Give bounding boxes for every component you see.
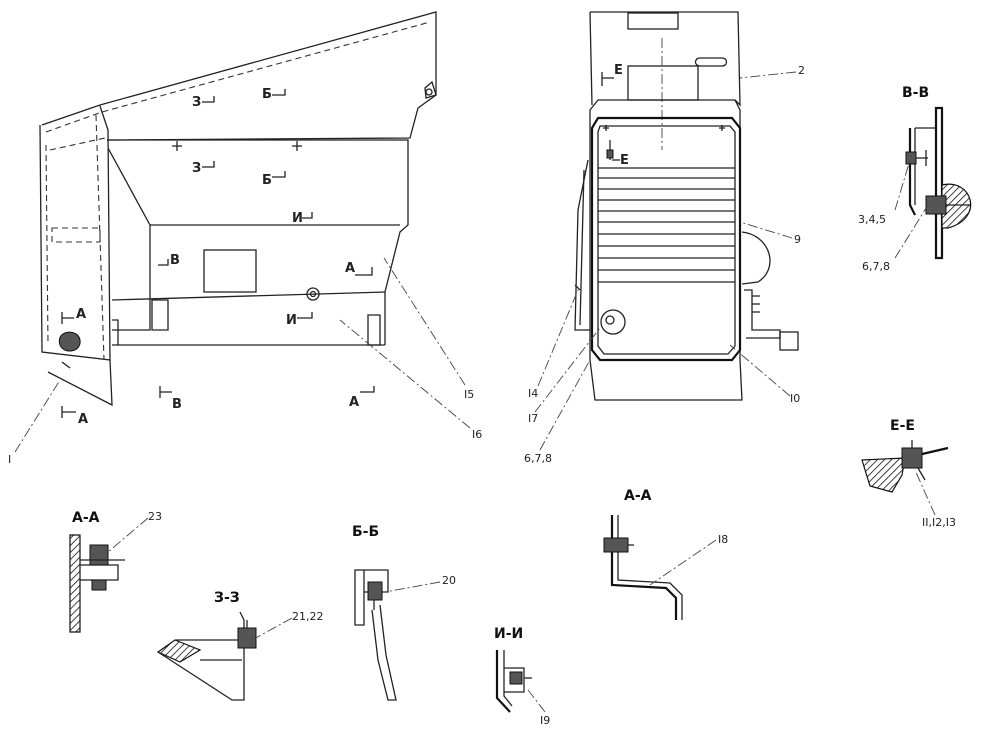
marker-a-bot-right: А <box>349 395 359 410</box>
marker-v-top: В <box>170 253 180 268</box>
section-ee-title: Е-Е <box>890 418 915 434</box>
section-aa-center-title: А-А <box>624 488 652 504</box>
marker-be-top: Б <box>262 87 272 102</box>
callout-2122: 21,22 <box>292 610 324 623</box>
side-view-leaders <box>14 257 471 453</box>
callout-15: I5 <box>464 388 474 401</box>
callout-17: I7 <box>528 412 538 425</box>
section-ee: Е-Е <box>861 418 949 516</box>
callout-16: I6 <box>472 428 482 441</box>
section-zz: З-З <box>156 590 293 701</box>
marker-a-bot-left: А <box>78 412 88 427</box>
section-bb: Б-Б <box>352 524 441 701</box>
marker-e-front2: Е <box>620 153 629 168</box>
callout-9: 9 <box>794 233 801 246</box>
front-view-markers: Е Е <box>601 63 629 168</box>
marker-a-right: А <box>345 261 355 276</box>
section-bb-title: Б-Б <box>352 524 379 540</box>
section-vv: В-В <box>894 85 972 260</box>
marker-ze-top: З <box>192 95 201 110</box>
callout-23: 23 <box>148 510 162 523</box>
callout-345: 3,4,5 <box>858 213 886 226</box>
callout-10: I0 <box>790 392 800 405</box>
marker-i-top: И <box>292 211 303 226</box>
section-vv-title: В-В <box>902 85 929 101</box>
front-view <box>574 11 799 401</box>
section-aa-center: А-А <box>603 488 717 620</box>
marker-v-bot: В <box>172 397 182 412</box>
section-zz-title: З-З <box>214 590 240 606</box>
marker-a-left: А <box>76 307 86 322</box>
callout-111213: II,I2,I3 <box>922 516 956 529</box>
front-view-leaders <box>534 71 797 451</box>
side-view <box>39 11 437 407</box>
marker-be-mid: Б <box>262 173 272 188</box>
callout-14: I4 <box>528 387 538 400</box>
callout-19: I9 <box>540 714 550 727</box>
callout-2: 2 <box>798 64 805 77</box>
callout-18: I8 <box>718 533 728 546</box>
callout-20: 20 <box>442 574 456 587</box>
callout-678-vv: 6,7,8 <box>862 260 890 273</box>
section-ii: И-И <box>494 626 546 713</box>
side-view-section-markers: З Б З Б И В А И А А В А <box>61 87 375 427</box>
section-aa-left-title: А-А <box>72 510 100 526</box>
section-ii-title: И-И <box>494 626 523 642</box>
marker-i-bot: И <box>286 313 297 328</box>
callout-678-front: 6,7,8 <box>524 452 552 465</box>
callout-1: I <box>8 453 11 466</box>
section-aa-left: А-А <box>69 510 149 633</box>
marker-e-front1: Е <box>614 63 623 78</box>
marker-ze-mid: З <box>192 161 201 176</box>
